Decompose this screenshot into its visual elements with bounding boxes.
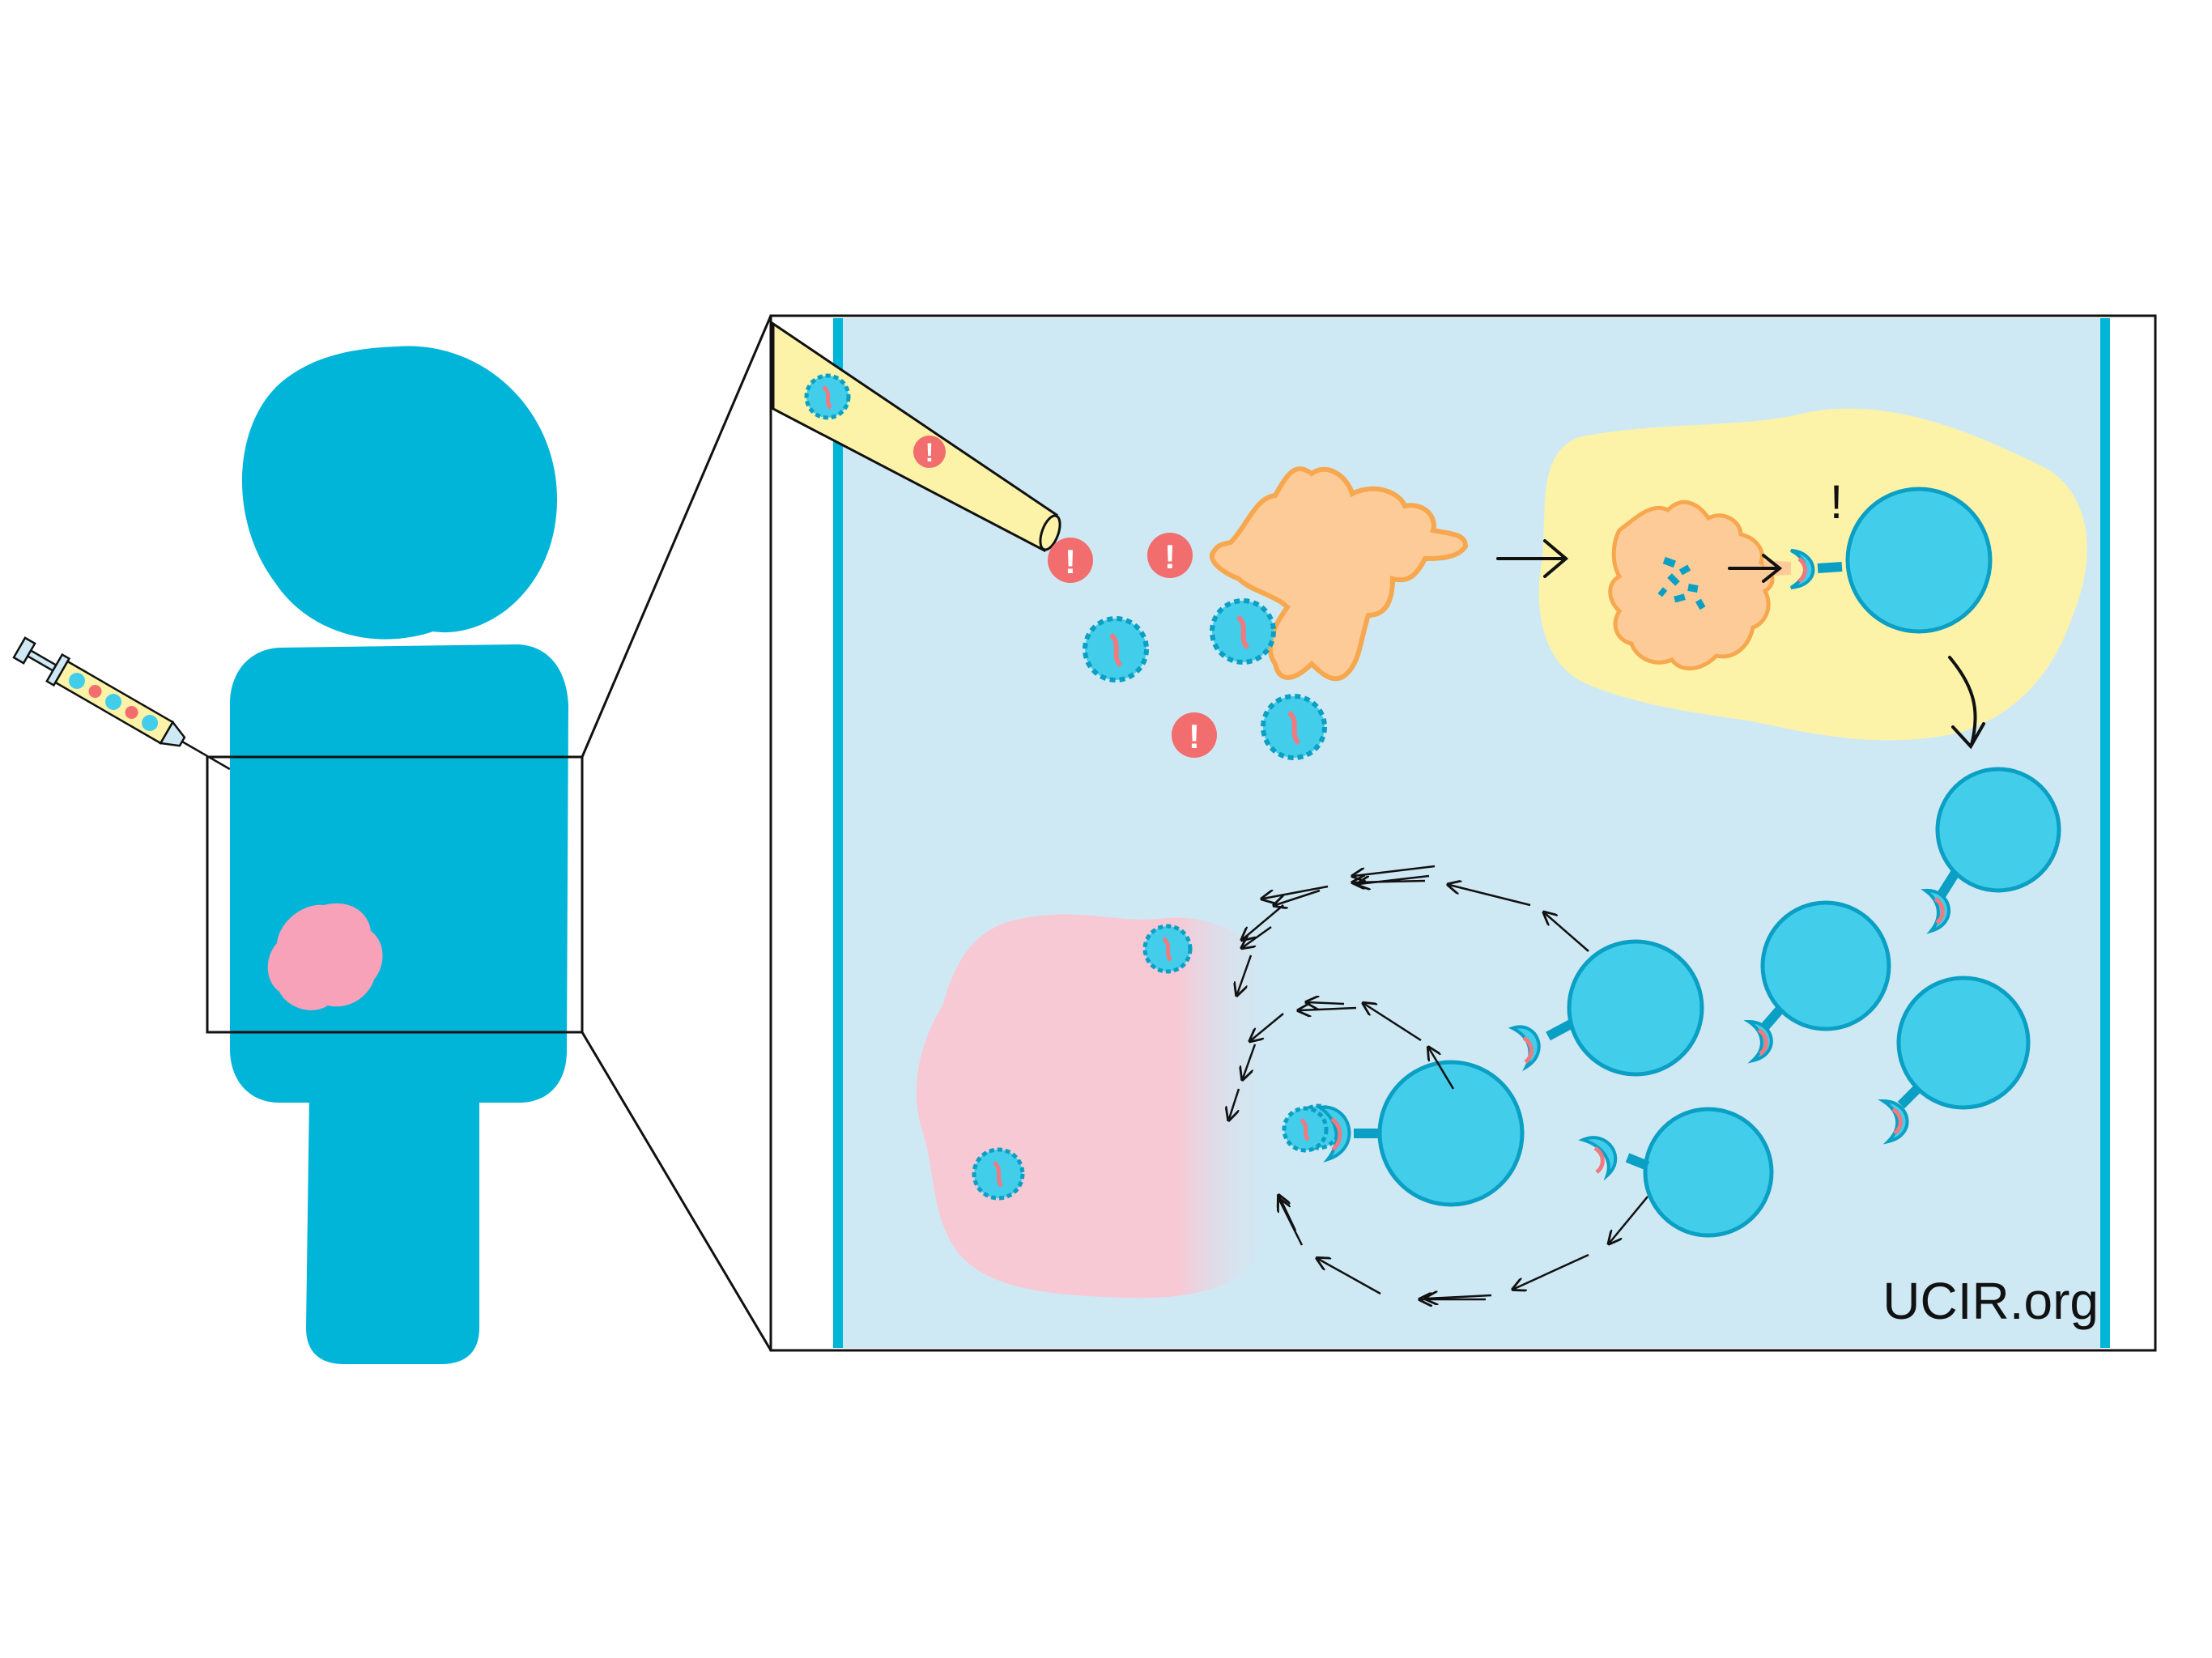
arrow-icon <box>1543 539 1569 578</box>
antigen-cluster <box>804 373 851 420</box>
arrow-icon <box>1762 554 1783 583</box>
antigen-cluster <box>1083 616 1149 682</box>
t-cell <box>1921 767 2061 934</box>
danger-signal-3: ! <box>1147 533 1193 578</box>
chevron-arrowhead-icon <box>1449 885 1531 907</box>
chevron-arrowhead-icon <box>1229 1088 1240 1119</box>
chevron-arrowhead-icon <box>1300 1008 1357 1010</box>
t-cell <box>1578 1107 1774 1238</box>
t-cell-activated: ! <box>1763 476 1993 634</box>
exclamation-mark-icon: ! <box>1065 542 1076 580</box>
antigen-cluster <box>1282 1106 1329 1153</box>
zoom-region-frame <box>206 755 584 1034</box>
chevron-arrowhead-icon <box>1275 889 1321 905</box>
chevron-arrowhead-icon <box>1354 881 1426 882</box>
chevron-arrowhead-icon <box>1354 865 1436 876</box>
zoomed-tissue-panel: ! ! ! ! <box>769 314 2157 1352</box>
processed-antigen-fragments <box>1657 556 1706 610</box>
antigen-cluster <box>1261 694 1327 760</box>
t-cells: ! <box>1282 476 2061 1238</box>
patient-head <box>242 346 558 640</box>
tumor-site <box>267 903 383 1010</box>
arrow-icon <box>1951 722 1985 750</box>
danger-signal-4: ! <box>1172 712 1217 758</box>
arrow-icon <box>1948 656 1977 746</box>
patient-torso <box>230 644 568 1103</box>
patient-legs <box>306 1097 479 1364</box>
antigen-cluster <box>972 1147 1025 1201</box>
chevron-arrowhead-icon <box>1279 1197 1297 1231</box>
recognition-exclamation: ! <box>1830 476 1843 529</box>
chevron-arrowhead-icon <box>1308 1002 1345 1004</box>
vaccine-syringe-icon <box>12 636 231 771</box>
credit-watermark: UCIR.org <box>1882 1272 2099 1330</box>
danger-signals: ! ! ! ! <box>913 436 1217 758</box>
chevron-arrowhead-icon <box>1243 904 1284 939</box>
process-arrows <box>1496 539 1985 750</box>
t-cell-migration-arrows <box>1229 865 1648 1299</box>
antigen-cluster <box>1142 924 1193 974</box>
antigen-cluster <box>1210 598 1276 665</box>
chevron-arrowhead-icon <box>1429 1048 1455 1090</box>
t-cell <box>1508 939 1704 1077</box>
dendritic-cell <box>1209 466 1469 682</box>
chevron-arrowhead-icon <box>1251 1013 1284 1040</box>
chevron-arrowhead-icon <box>1427 1295 1492 1299</box>
chevron-arrowhead-icon <box>1237 954 1253 994</box>
exclamation-mark-icon: ! <box>1189 717 1200 755</box>
tumor-tissue <box>916 914 1281 1299</box>
danger-signal-2: ! <box>1048 538 1093 583</box>
chevron-arrowhead-icon <box>1243 1044 1257 1078</box>
chevron-arrowhead-icon <box>1243 925 1272 947</box>
chevron-arrowhead-icon <box>1318 1259 1381 1295</box>
exclamation-mark-icon: ! <box>925 438 934 467</box>
chevron-arrowhead-icon <box>1545 913 1589 952</box>
t-cell-killing-tumor <box>1282 1060 1525 1207</box>
exclamation-mark-icon: ! <box>1164 538 1176 576</box>
t-cell <box>1743 900 1891 1064</box>
zoom-connector-lines <box>581 315 772 1351</box>
vaccine-needle-tip <box>772 321 1061 553</box>
patient-silhouette <box>206 346 584 1364</box>
chevron-arrowhead-icon <box>1514 1253 1589 1289</box>
danger-signal-1: ! <box>913 436 946 468</box>
chevron-arrowhead-icon <box>1364 1004 1422 1042</box>
chevron-arrowhead-icon <box>1610 1196 1648 1243</box>
t-cell <box>1878 976 2031 1145</box>
